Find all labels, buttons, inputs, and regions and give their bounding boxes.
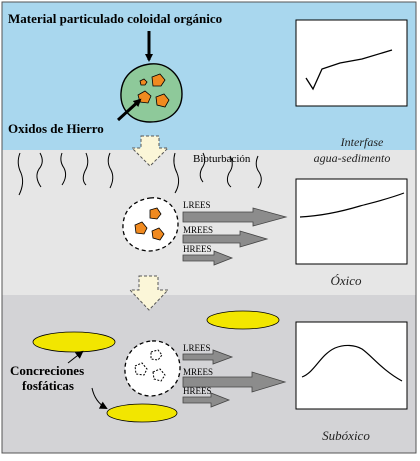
bioturbation-label: Bioturbación — [193, 153, 251, 165]
oxic-ree-profile-line — [299, 192, 405, 218]
interface-label-line1: Interfase — [340, 135, 384, 149]
phosphate-concretion — [32, 331, 116, 353]
oxic-flux-label-1: MREES — [183, 225, 213, 235]
suboxic-label: Subóxico — [322, 428, 370, 443]
oxic-flux-arrow-h — [182, 250, 234, 266]
iron-oxides-label: Oxidos de Hierro — [8, 121, 104, 136]
phosphate-concretion — [206, 310, 280, 330]
water-ree-profile-line — [305, 49, 393, 91]
oxic-flux-label-0: LREES — [183, 200, 211, 210]
phosphate-concretion — [106, 403, 178, 423]
suboxic-flux-arrow-l — [182, 349, 234, 365]
suboxic-flux-arrow-m — [182, 371, 287, 393]
oxic-particle — [122, 197, 179, 252]
oxic-flux-label-2: HREES — [183, 244, 212, 254]
concretions-label-line1: Concreciones — [10, 363, 84, 378]
suboxic-ree-profile-line — [301, 344, 403, 382]
transition-arrow-water-oxic — [130, 135, 170, 167]
oxic-flux-arrow-l — [182, 207, 288, 227]
bioturbation-burrows — [17, 152, 262, 196]
iron-oxide-grains-oxic — [134, 207, 165, 241]
oxic-profile-box — [295, 178, 408, 265]
frame-border — [1, 1, 417, 454]
suboxic-flux-label-0: LREES — [183, 343, 211, 353]
phosphate-concretions — [32, 310, 280, 423]
suboxic-profile-box — [295, 321, 408, 410]
water-profile-box — [295, 19, 408, 107]
suboxic-particle — [124, 340, 181, 397]
suboxic-flux-label-1: MREES — [183, 367, 213, 377]
transition-arrow-oxic-suboxic — [128, 275, 170, 311]
interface-label-line2: agua-sedimento — [314, 151, 391, 165]
dissolved-oxide-voids — [134, 349, 166, 382]
oxic-label: Óxico — [330, 273, 362, 288]
concretions-arrow-2 — [91, 387, 108, 409]
suboxic-flux-arrows: LREES MREES HREES — [182, 343, 287, 408]
suboxic-flux-label-2: HREES — [183, 386, 212, 396]
organic-colloid-particle — [120, 63, 183, 123]
concretions-arrow-1 — [67, 350, 84, 364]
oxic-flux-arrows: LREES MREES HREES — [182, 200, 288, 266]
suboxic-flux-arrow-h — [182, 392, 231, 408]
concretions-label-line2: fosfáticas — [22, 378, 74, 393]
oxic-flux-arrow-m — [182, 230, 269, 248]
particle-title: Material particulado coloidal orgánico — [8, 11, 222, 26]
iron-oxides-arrow — [116, 98, 142, 122]
